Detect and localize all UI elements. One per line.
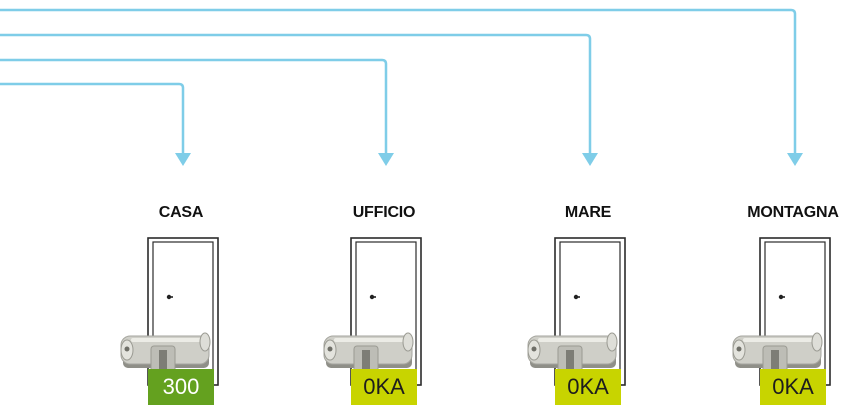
key-code-badge-montagna: 0KA bbox=[760, 369, 826, 405]
key-code-badge-mare: 0KA bbox=[555, 369, 621, 405]
keyhole-icon bbox=[369, 294, 376, 300]
doors-group bbox=[120, 237, 831, 386]
location-label-casa: CASA bbox=[158, 204, 204, 221]
door-unit-mare bbox=[527, 237, 626, 386]
door-unit-montagna bbox=[732, 237, 831, 386]
door-unit-casa bbox=[120, 237, 219, 386]
location-label-ufficio: UFFICIO bbox=[352, 204, 416, 221]
arrow-down-icon bbox=[582, 153, 598, 166]
connector-line-ufficio bbox=[0, 58, 388, 154]
key-code-badge-ufficio: 0KA bbox=[351, 369, 417, 405]
arrow-down-icon bbox=[787, 153, 803, 166]
connector-line-casa bbox=[0, 82, 185, 154]
arrow-down-icon bbox=[378, 153, 394, 166]
lock-cylinder-icon bbox=[527, 332, 618, 377]
door-unit-ufficio bbox=[323, 237, 422, 386]
lock-cylinder-icon bbox=[120, 332, 211, 377]
connector-line-montagna bbox=[0, 8, 797, 154]
lock-cylinder-icon bbox=[323, 332, 414, 377]
key-code-badge-casa: 300 bbox=[148, 369, 214, 405]
lock-cylinder-icon bbox=[732, 332, 823, 377]
connector-lines bbox=[0, 8, 803, 166]
connector-line-mare bbox=[0, 33, 592, 154]
location-label-montagna: MONTAGNA bbox=[747, 204, 839, 221]
location-label-mare: MARE bbox=[564, 204, 612, 221]
keyhole-icon bbox=[166, 294, 173, 300]
keyhole-icon bbox=[573, 294, 580, 300]
arrow-down-icon bbox=[175, 153, 191, 166]
keyhole-icon bbox=[778, 294, 785, 300]
